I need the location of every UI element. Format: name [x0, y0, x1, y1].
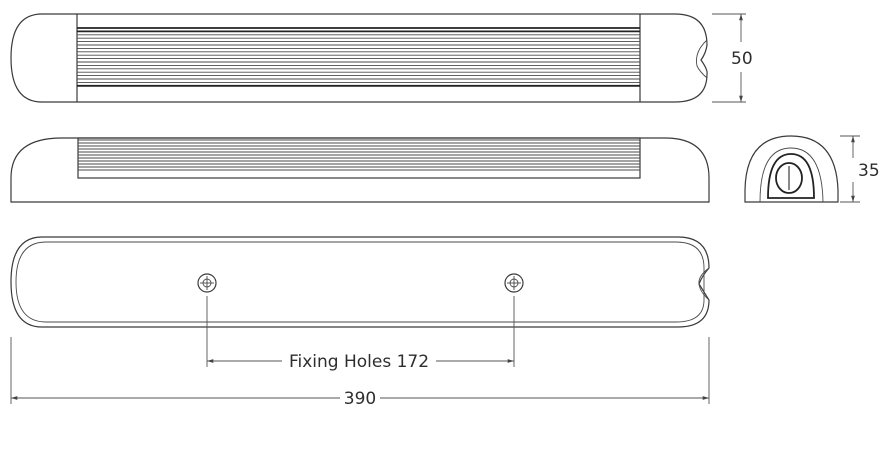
fixing-hole — [197, 273, 217, 293]
dimension-fixing-holes: Fixing Holes 172 — [206, 296, 515, 372]
dim-label-fixing-holes: Fixing Holes 172 — [289, 352, 429, 372]
bottom-view-outline — [10, 236, 710, 328]
dim-label-50: 50 — [731, 49, 753, 69]
bottom-view — [10, 236, 710, 328]
switch-notch-bottom — [698, 267, 710, 301]
end-inner-contour — [759, 147, 824, 203]
top-view — [10, 13, 708, 103]
bottom-view-inner-outline — [15, 241, 705, 323]
end-view — [744, 135, 839, 203]
dimension-height-end: 35 — [840, 135, 880, 203]
end-view-outline — [744, 135, 839, 203]
dim-label-390: 390 — [344, 389, 376, 409]
diffuser-ribs-side — [78, 139, 640, 171]
switch-notch — [696, 39, 708, 79]
dimension-overall-length: 390 — [10, 337, 710, 409]
dim-label-35: 35 — [858, 161, 880, 181]
switch-housing — [767, 153, 815, 199]
dimension-height-top: 50 — [712, 13, 753, 103]
fixing-hole — [504, 273, 524, 293]
diffuser-ribs — [77, 27, 640, 87]
top-view-outline — [10, 13, 708, 103]
switch-button — [775, 162, 803, 194]
side-view — [10, 137, 710, 203]
